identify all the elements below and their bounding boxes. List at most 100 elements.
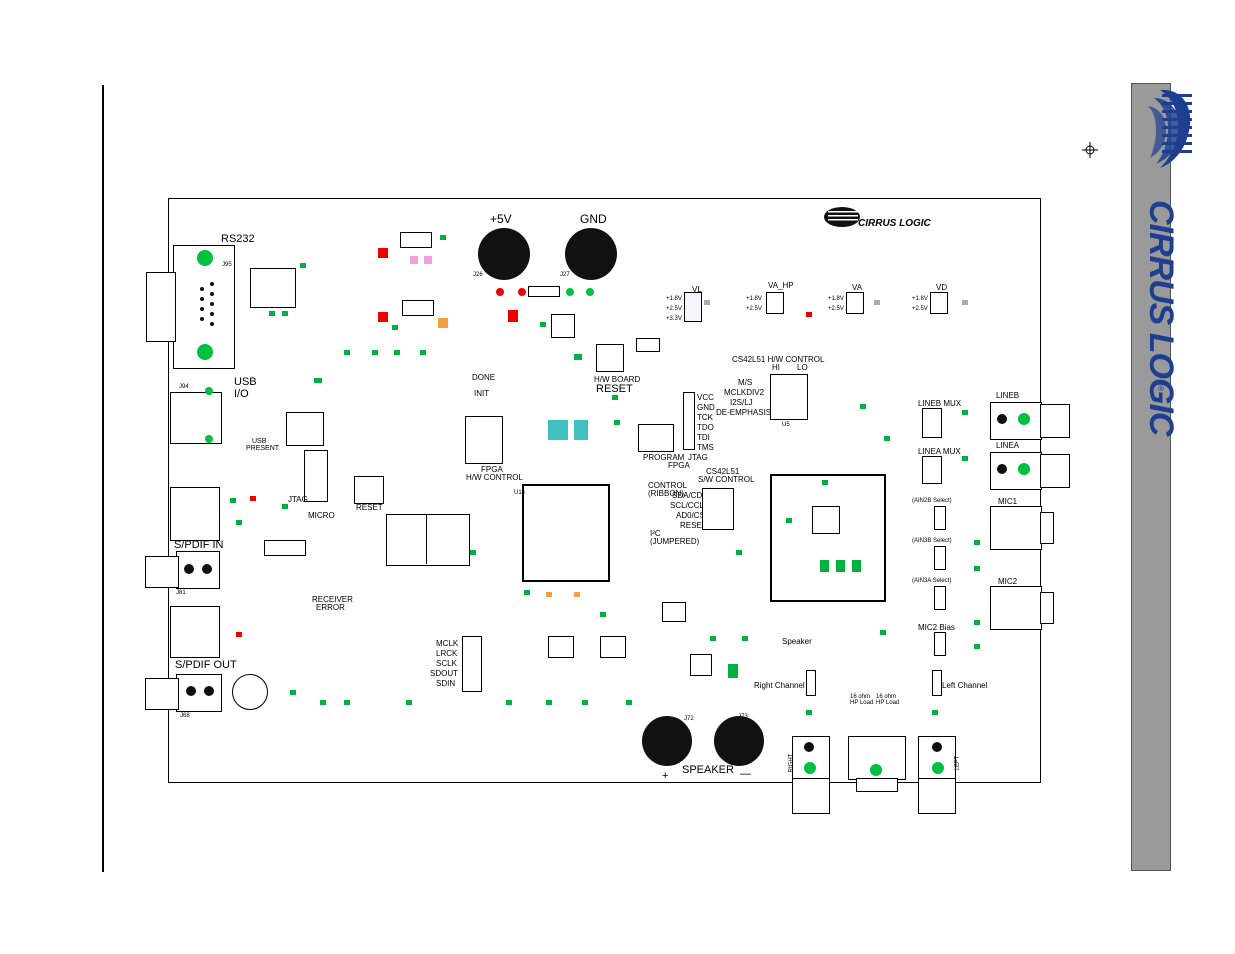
component: [852, 560, 861, 572]
pin: [210, 282, 214, 286]
ic-chip: [250, 268, 296, 308]
va-hp-header: [766, 292, 784, 314]
lineb-shell: [1040, 404, 1070, 438]
linea-shell: [1040, 454, 1070, 488]
jack-pad: [870, 764, 882, 776]
usb-io-label: I/O: [234, 388, 249, 400]
j68-label: J68: [180, 713, 190, 719]
usb-controller-chip: [286, 412, 324, 446]
pad: [586, 288, 594, 296]
pin: [210, 302, 214, 306]
jack-pin: [186, 686, 196, 696]
cs42l51-hw-header: [770, 374, 808, 420]
component: [962, 300, 968, 305]
i2s-lj-label: I2S/LJ: [730, 398, 753, 407]
pad: [496, 288, 504, 296]
usb-connector: [170, 392, 222, 444]
rs232-mount-pad: [197, 344, 213, 360]
speaker-plus-label: +: [662, 770, 669, 782]
error-label: ERROR: [316, 603, 345, 612]
sda-cdin-label: SDA/CDIN: [672, 491, 711, 500]
component: [884, 436, 890, 441]
left-channel-label: Left Channel: [942, 681, 988, 690]
sw-control-label: S/W CONTROL: [698, 475, 755, 484]
va-hp-label: VA_HP: [768, 281, 794, 290]
component: [820, 560, 829, 572]
pin: [200, 317, 204, 321]
rs232-shell: [146, 272, 176, 342]
pin: [210, 322, 214, 326]
micro-reset-switch[interactable]: [354, 476, 384, 504]
component: [300, 263, 306, 268]
i2c-label: I²C: [650, 529, 661, 538]
fpga-jtag-header: [683, 392, 695, 450]
sdout-label: SDOUT: [430, 669, 458, 678]
control-label: CONTROL: [648, 481, 688, 490]
fpga-hw-header: [465, 416, 503, 464]
component: [860, 404, 866, 409]
tdi-label: TDI: [697, 433, 710, 442]
headphone-shell: [856, 778, 898, 792]
optical-out-connector: [170, 606, 220, 658]
component: [962, 410, 968, 415]
fpga-jtag-label-2: JTAG: [688, 453, 708, 462]
mclkdiv2-label: MCLKDIV2: [724, 388, 765, 397]
vcc-label: VCC: [697, 393, 714, 402]
component: [974, 540, 980, 545]
mclk-label: MCLK: [436, 639, 459, 648]
component: [344, 350, 350, 355]
spdif-out-shell: [145, 678, 179, 710]
vl-label: VL: [692, 285, 702, 294]
mic2-label: MIC2: [998, 577, 1018, 586]
micro-jtag-label: JTAG: [288, 495, 308, 504]
reset-line-label: RESET: [680, 521, 707, 530]
component: [424, 256, 432, 264]
component: [410, 256, 418, 264]
scl-cclk-label: SCL/CCLK: [670, 501, 710, 510]
component: [470, 550, 476, 555]
j81-label: J81: [176, 590, 186, 596]
regulator: [400, 232, 432, 248]
speaker-minus-label: —: [740, 768, 751, 780]
mic2-shell: [1040, 592, 1054, 624]
component: [742, 636, 748, 641]
vd-header: [930, 292, 948, 314]
component: [378, 248, 388, 258]
linea-mux-header: [922, 456, 942, 484]
jack-pad: [932, 762, 944, 774]
pin: [200, 307, 204, 311]
u14-label: U14: [514, 490, 526, 496]
component: [728, 664, 738, 678]
plus5v-label: +5V: [490, 212, 512, 226]
lineb-mux-header: [922, 408, 942, 438]
linea-label: LINEA: [996, 441, 1020, 450]
j72-label: J72: [684, 716, 694, 722]
component: [574, 354, 582, 360]
component: [874, 300, 880, 305]
ic-chip: [548, 636, 574, 658]
component: [600, 612, 606, 617]
tck-label: TCK: [697, 413, 713, 422]
component: [438, 318, 448, 328]
left-out-shell: [918, 778, 956, 814]
micro-reset-label: RESET: [356, 503, 383, 512]
pad: [205, 435, 213, 443]
program-switch[interactable]: [638, 424, 674, 452]
ribbon-label: (RIBBON): [648, 489, 684, 498]
de-emphasis-label: DE-EMPHASIS: [716, 408, 772, 417]
component: [508, 310, 518, 322]
component: [236, 632, 242, 637]
receiver-chip: [264, 540, 306, 556]
hp-load-label: HP Load: [850, 700, 874, 706]
brand-sidebar: [1131, 83, 1171, 871]
linea-mux-label: LINEA MUX: [918, 447, 961, 456]
gnd-label-2: GND: [697, 403, 715, 412]
mic2-jack: [990, 586, 1042, 630]
lineb-label: LINEB: [996, 391, 1020, 400]
hw-reset-switch[interactable]: [596, 344, 624, 372]
ms-label: M/S: [738, 378, 753, 387]
cs42l51-sw-label: CS42L51: [706, 467, 740, 476]
va-label: VA: [852, 283, 863, 292]
v18-label: +1.8V: [666, 296, 682, 302]
component: [612, 395, 618, 400]
